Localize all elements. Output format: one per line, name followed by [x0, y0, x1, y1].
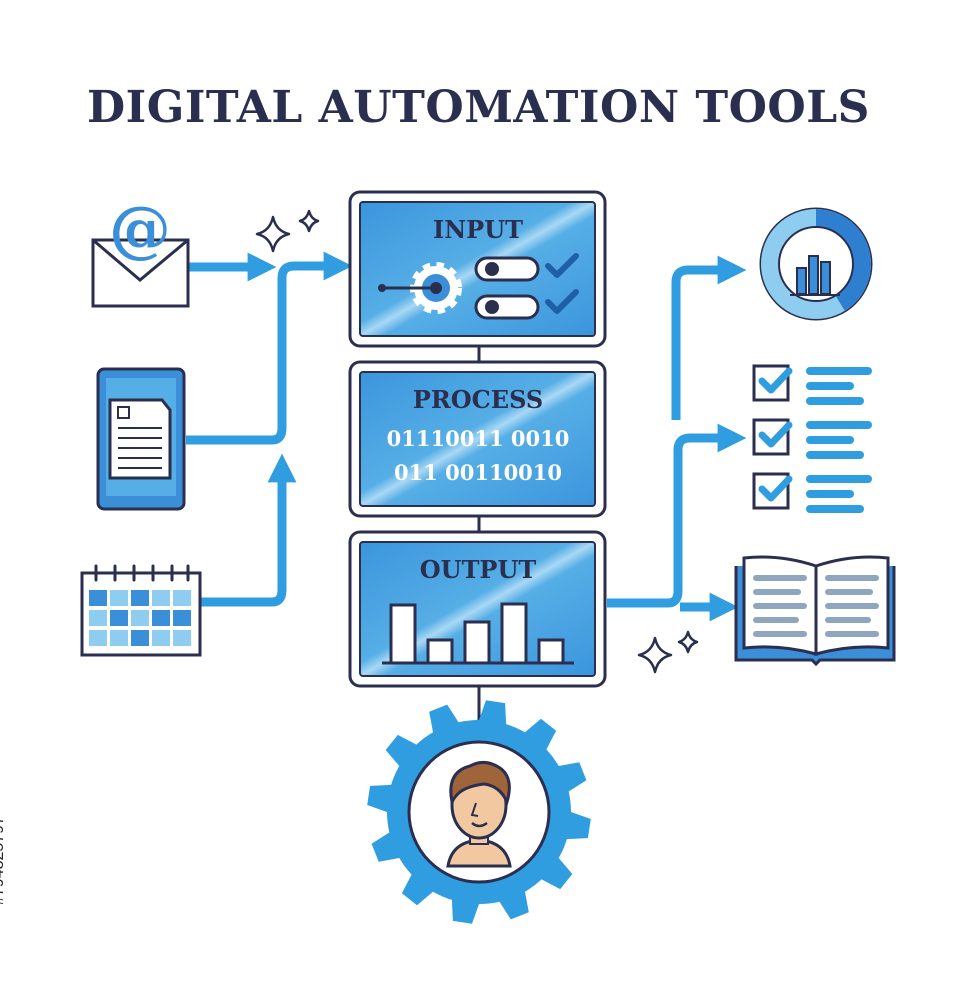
right-connectors	[607, 255, 747, 622]
page-title: DIGITAL AUTOMATION TOOLS	[87, 82, 870, 133]
bar-chart-icon	[382, 602, 574, 665]
binary-line-1: 01110011 0010	[387, 426, 570, 451]
gear-icon	[378, 262, 462, 314]
to-donut-connector	[671, 255, 747, 420]
calendar-day	[131, 630, 149, 646]
calendar-day	[89, 610, 107, 626]
calendar-day	[152, 630, 170, 646]
calendar-day	[110, 630, 128, 646]
open-book-icon	[734, 555, 896, 667]
phone-document-icon	[96, 367, 186, 511]
input-label: INPUT	[433, 215, 523, 244]
checklist-icon	[752, 364, 872, 513]
output-to-book-connector	[607, 423, 747, 608]
process-label: PROCESS	[413, 385, 543, 414]
toggle-icon	[474, 256, 540, 320]
calendar-day	[131, 590, 149, 606]
stock-id-label: #794825797	[0, 816, 7, 905]
calendar-day	[110, 590, 128, 606]
calendar-day	[173, 630, 191, 646]
person-gear	[367, 700, 591, 924]
donut-chart-icon	[759, 207, 873, 321]
sparkle-icon	[255, 209, 699, 674]
document-to-input-connector	[186, 251, 353, 445]
calendar-day	[152, 590, 170, 606]
calendar-day	[131, 610, 149, 626]
calendar-day	[110, 610, 128, 626]
checkmark-icon	[545, 253, 579, 314]
person-icon	[446, 761, 512, 868]
output-label: OUTPUT	[420, 555, 537, 584]
process-panel: PROCESS 01110011 0010 011 00110010	[348, 360, 607, 518]
binary-line-2: 011 00110010	[394, 460, 562, 485]
calendar-day	[89, 630, 107, 646]
input-panel: INPUT	[348, 190, 607, 348]
left-connectors	[186, 251, 353, 607]
calendar-day	[89, 590, 107, 606]
calendar-day	[173, 610, 191, 626]
calendar-up-arrow	[200, 453, 297, 607]
email-icon: @	[91, 192, 190, 308]
svg-text:@: @	[109, 192, 171, 265]
calendar-icon	[80, 564, 202, 657]
output-panel: OUTPUT	[348, 530, 607, 688]
calendar-day	[152, 610, 170, 626]
calendar-day	[173, 590, 191, 606]
